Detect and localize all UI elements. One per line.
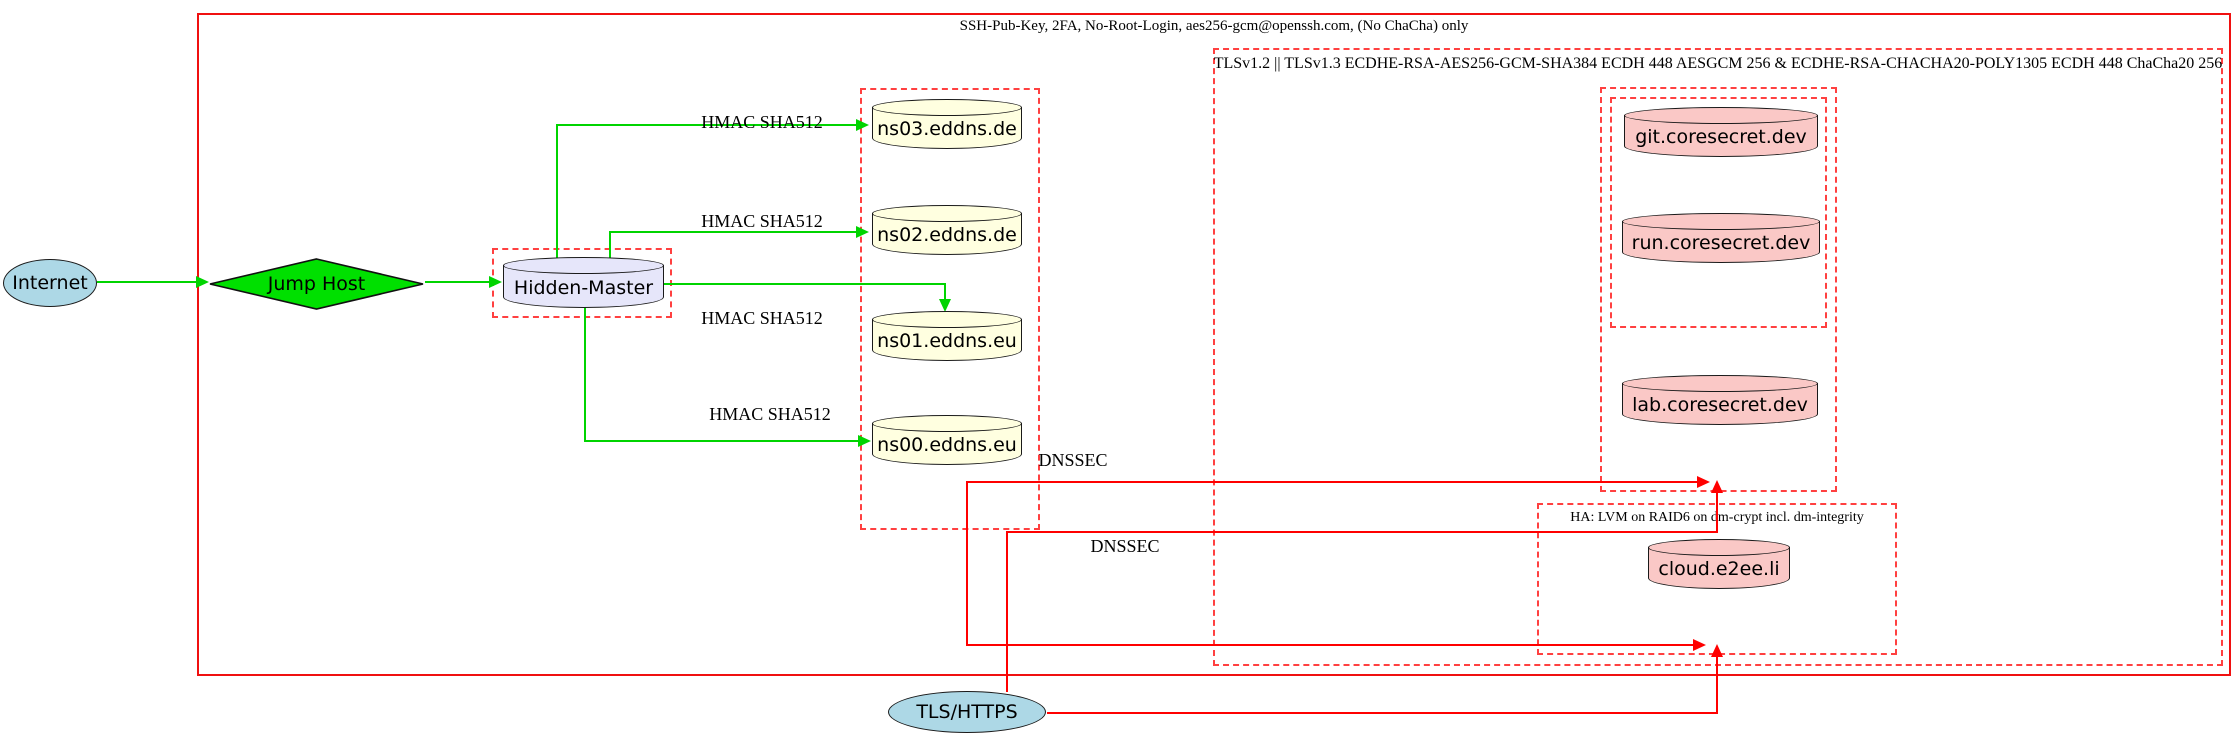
edge-jump-master — [425, 281, 490, 283]
edge-master-ns02 — [609, 231, 857, 233]
edge-label-hmac-ns03: HMAC SHA512 — [701, 112, 823, 132]
tls-https-node: TLS/HTTPS — [888, 691, 1046, 733]
ns00-node: ns00.eddns.eu — [871, 415, 1023, 465]
edge-label-hmac-ns01: HMAC SHA512 — [701, 308, 823, 328]
edge-master-ns03 — [556, 124, 558, 262]
edge-label-dnssec-ha: DNSSEC — [1090, 536, 1160, 556]
run-node: run.coresecret.dev — [1621, 213, 1821, 263]
git-label: git.coresecret.dev — [1635, 126, 1807, 148]
arrowhead-icon — [1693, 639, 1706, 651]
edge-tls-coresecret — [1006, 531, 1718, 533]
edge-dnssec-coresecret — [966, 481, 1698, 483]
internet-label: Internet — [12, 272, 88, 294]
edge-master-ns01 — [944, 283, 946, 300]
ns02-label: ns02.eddns.de — [877, 224, 1017, 246]
arrowhead-icon — [1697, 476, 1710, 488]
cluster-dns-box — [860, 88, 1040, 530]
edge-label-hmac-ns02: HMAC SHA512 — [701, 211, 823, 231]
cloud-label: cloud.e2ee.li — [1658, 558, 1780, 580]
jump-host-label: Jump Host — [267, 273, 366, 295]
edge-dnssec-ha — [966, 644, 1694, 646]
edge-master-ns00 — [584, 440, 859, 442]
arrowhead-icon — [196, 276, 209, 288]
tls-https-label: TLS/HTTPS — [916, 701, 1018, 723]
cloud-node: cloud.e2ee.li — [1647, 539, 1791, 589]
edge-master-ns00 — [584, 305, 586, 441]
cluster-coresecret-inner-box — [1610, 97, 1827, 328]
ns02-node: ns02.eddns.de — [871, 205, 1023, 255]
run-label: run.coresecret.dev — [1631, 232, 1811, 254]
diamond-shape-icon — [209, 258, 424, 310]
arrowhead-icon — [1711, 644, 1723, 657]
ns03-node: ns03.eddns.de — [871, 99, 1023, 149]
cluster-ssh-box — [197, 13, 2231, 676]
edge-tls-coresecret — [1006, 531, 1008, 692]
cluster-tls-label: TLSv1.2 || TLSv1.3 ECDHE-RSA-AES256-GCM-… — [1213, 55, 2223, 72]
edge-tls-ha — [1047, 712, 1718, 714]
edge-dnssec-stem — [966, 482, 968, 645]
edge-internet-jump — [97, 281, 197, 283]
edge-master-ns03 — [556, 124, 857, 126]
arrowhead-icon — [858, 435, 871, 447]
ns01-node: ns01.eddns.eu — [871, 311, 1023, 361]
ns00-label: ns00.eddns.eu — [877, 434, 1017, 456]
ns01-label: ns01.eddns.eu — [877, 330, 1017, 352]
arrowhead-icon — [856, 119, 869, 131]
git-node: git.coresecret.dev — [1623, 107, 1819, 157]
internet-node: Internet — [3, 259, 97, 307]
arrowhead-icon — [939, 299, 951, 312]
cluster-ssh-label: SSH-Pub-Key, 2FA, No-Root-Login, aes256-… — [959, 18, 1469, 34]
edge-label-dnssec-coresecret: DNSSEC — [1038, 450, 1108, 470]
hidden-master-label: Hidden-Master — [513, 276, 654, 299]
arrowhead-icon — [489, 276, 502, 288]
arrowhead-icon — [1711, 480, 1723, 493]
ns03-label: ns03.eddns.de — [877, 118, 1017, 140]
edge-master-ns02 — [609, 231, 611, 262]
lab-label: lab.coresecret.dev — [1632, 394, 1808, 416]
edge-tls-ha — [1716, 657, 1718, 714]
edge-tls-coresecret — [1716, 493, 1718, 533]
edge-label-hmac-ns00: HMAC SHA512 — [709, 404, 831, 424]
hidden-master-node: Hidden-Master — [502, 257, 665, 308]
lab-node: lab.coresecret.dev — [1621, 375, 1819, 425]
cluster-tls-box — [1213, 48, 2223, 666]
edge-master-ns01 — [662, 283, 946, 285]
jump-host-node: Jump Host — [208, 258, 425, 310]
arrowhead-icon — [856, 226, 869, 238]
